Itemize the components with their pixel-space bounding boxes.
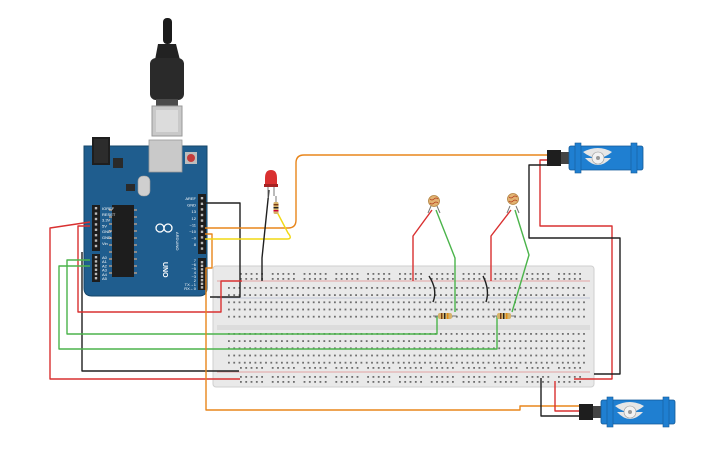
pin-label: GND <box>102 235 111 240</box>
wire-red-ldr2 <box>490 209 512 281</box>
pin-label: IOREF <box>102 206 115 211</box>
pin-label: RX←0 <box>184 286 197 291</box>
arduino-logo: ARDUINO UNO <box>155 223 180 278</box>
pin-label: A5 <box>102 276 108 281</box>
wire-black-jumper-1 <box>428 275 436 303</box>
wire-green-ldr1 <box>435 209 456 312</box>
pin-label: 4 <box>194 270 197 275</box>
pin-label: AREF <box>185 196 196 201</box>
pin-label: 13 <box>192 209 197 214</box>
pin-label: 8 <box>194 242 197 247</box>
pin-label: A2 <box>102 263 108 268</box>
resistor-1 <box>433 313 457 319</box>
pin-label: A0 <box>102 255 108 260</box>
pin-label: 7 <box>194 258 197 263</box>
servo-top <box>547 142 644 174</box>
pin-label: ~3 <box>191 274 196 279</box>
breadboard <box>212 265 595 388</box>
pin-label: ~11 <box>190 222 197 227</box>
wire-red-ldr1 <box>412 209 433 281</box>
wire-black-servo-top <box>528 164 621 375</box>
photoresistor-1 <box>427 195 441 214</box>
led-resistor <box>273 196 279 214</box>
model-label: UNO <box>161 262 168 278</box>
reset-button[interactable] <box>185 152 197 164</box>
wire-green-a0 <box>66 259 438 335</box>
pin-label: 5V <box>102 223 107 228</box>
wire-red-5v <box>49 221 240 380</box>
pin-label: A3 <box>102 268 108 273</box>
pin-label: A4 <box>102 272 108 277</box>
pin-label: 2 <box>194 278 197 283</box>
wire-black-gnd <box>203 202 241 298</box>
wire-red-5v-top <box>77 225 242 313</box>
pin-label: 3.3V <box>102 218 111 223</box>
power-header <box>92 205 100 251</box>
wire-black-rail <box>81 252 239 372</box>
wire-green-a1 <box>58 265 498 350</box>
wire-red-servo-top <box>539 159 613 380</box>
analog-header <box>92 254 100 282</box>
wire-black-servo-bottom <box>540 378 580 417</box>
atmega-chip <box>112 205 134 277</box>
pin-label: RESET <box>102 212 116 217</box>
pin-label: ~9 <box>191 236 196 241</box>
wires <box>49 154 621 417</box>
servo-bottom <box>579 396 676 428</box>
pin-label: ~5 <box>191 266 196 271</box>
pin-label: Vin <box>102 241 108 246</box>
wire-black-jumper-2 <box>482 275 489 303</box>
photoresistor-2 <box>506 193 520 214</box>
usb-cable <box>150 18 184 137</box>
pin-label: TX→1 <box>185 282 197 287</box>
pin-label: GND <box>187 203 196 208</box>
pin-label: 12 <box>192 216 197 221</box>
wire-red-servo-bottom <box>554 381 580 412</box>
pin-label: GND <box>102 229 111 234</box>
brand-label: ARDUINO <box>175 232 180 250</box>
pin-label: ~10 <box>189 229 197 234</box>
resistor-2 <box>492 313 516 319</box>
pin-label: ~6 <box>191 262 196 267</box>
wire-yellow-led <box>205 209 291 240</box>
wire-black-led <box>261 189 270 281</box>
wire-orange-servo-top <box>205 154 548 229</box>
wire-green-ldr2 <box>511 209 530 313</box>
pin-label: A1 <box>102 259 108 264</box>
breadboard-holes <box>228 273 585 383</box>
digital-header-top <box>198 194 206 254</box>
red-led <box>264 170 278 198</box>
